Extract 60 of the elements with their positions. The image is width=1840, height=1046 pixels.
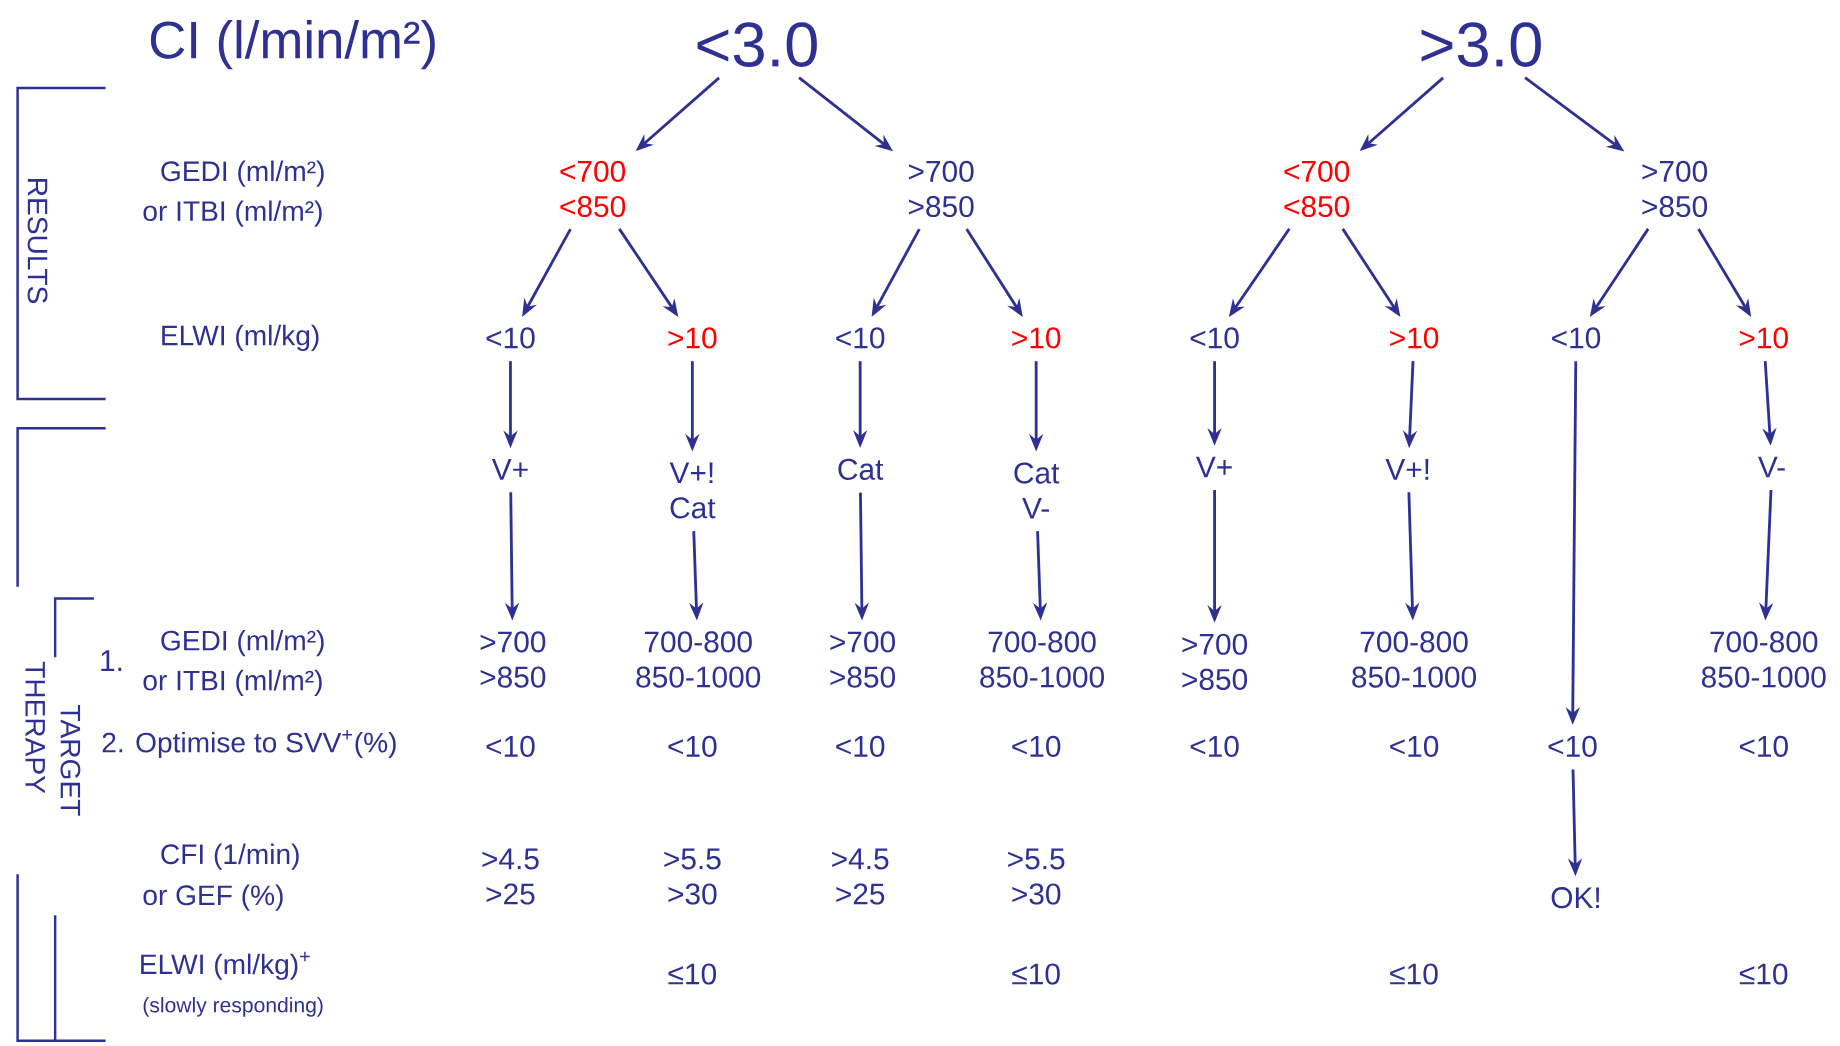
node-text: V+ (1196, 456, 1232, 478)
target-value: >4.5 >25 (832, 848, 889, 905)
node-text: 700-800 850-1000 (980, 631, 1104, 688)
node-text: <10 (1548, 735, 1597, 757)
node-text: >700 >850 (480, 631, 546, 688)
target-value: <10 (1390, 735, 1439, 757)
node-text: <700 <850 (560, 160, 626, 218)
node-text: >700 >850 (830, 631, 895, 688)
branch-value: >3.0 (1421, 22, 1541, 67)
row-note: (slowly responding) (143, 997, 323, 1017)
step-number: 1. (101, 650, 122, 671)
target-value: <10 (836, 735, 885, 757)
row-header: or GEF (%) (143, 884, 283, 911)
node-text: >10 (1739, 327, 1788, 349)
node-text: >700 >850 (1642, 160, 1708, 218)
row-header: ELWI (ml/kg) (162, 324, 319, 352)
node-text: <700 <850 (1284, 160, 1350, 218)
row-header: or ITBI (ml/m²) (143, 669, 322, 697)
node-text: >10 (1012, 327, 1061, 349)
section-label: TARGET (60, 705, 81, 816)
node-text: >10 (1390, 327, 1439, 349)
node-text: Cat V- (1014, 462, 1060, 519)
target-value: <10 (668, 735, 717, 757)
node-text: Cat (838, 458, 884, 480)
node-text: 700-800 850-1000 (1701, 631, 1826, 688)
target-value: ≤10 (1390, 963, 1438, 985)
node-text: V- (1758, 456, 1785, 478)
target-value: >5.5 >30 (1008, 848, 1065, 905)
row-header: ELWI (ml/kg)$^{+}$ (141, 951, 310, 980)
node-text: >700 >850 (1182, 633, 1248, 690)
node-text: >700 >850 (908, 160, 974, 218)
target-value: <10 (1190, 735, 1239, 757)
node-text: <10 (836, 327, 885, 349)
node-text: V+! (1385, 459, 1429, 480)
node-text: <10 (1552, 327, 1601, 349)
target-value: ≤10 (1012, 963, 1060, 985)
node-text: 700-800 850-1000 (636, 631, 761, 688)
node-text: <10 (1190, 327, 1239, 349)
node-text: >10 (668, 327, 717, 349)
node-text: OK! (1551, 887, 1599, 909)
row-header: GEDI (ml/m²) (161, 160, 324, 187)
node-text: V+! Cat (669, 462, 716, 519)
node-text: 700-800 850-1000 (1352, 631, 1476, 688)
row-header: CFI (1/min) (161, 843, 299, 870)
target-value: ≤10 (1739, 963, 1788, 985)
target-value: <10 (1012, 735, 1061, 757)
section-label: THERAPY (25, 661, 45, 794)
node-text: V+ (491, 459, 528, 480)
section-label: RESULTS (27, 179, 48, 304)
row-header: CI (l/min/m²) (150, 20, 435, 70)
node-text: <10 (486, 327, 535, 349)
target-value: >4.5 >25 (482, 848, 539, 905)
target-value: ≤10 (668, 963, 716, 985)
row-header: GEDI (ml/m²) (161, 629, 324, 657)
target-value: >5.5 >30 (664, 848, 721, 905)
branch-value: <3.0 (697, 22, 817, 67)
row-header: or ITBI (ml/m²) (143, 200, 322, 227)
target-value: <10 (486, 735, 535, 757)
target-value: <10 (1739, 735, 1788, 757)
row-header: 2. Optimise to SVV$^{+}$(%) (102, 729, 396, 759)
